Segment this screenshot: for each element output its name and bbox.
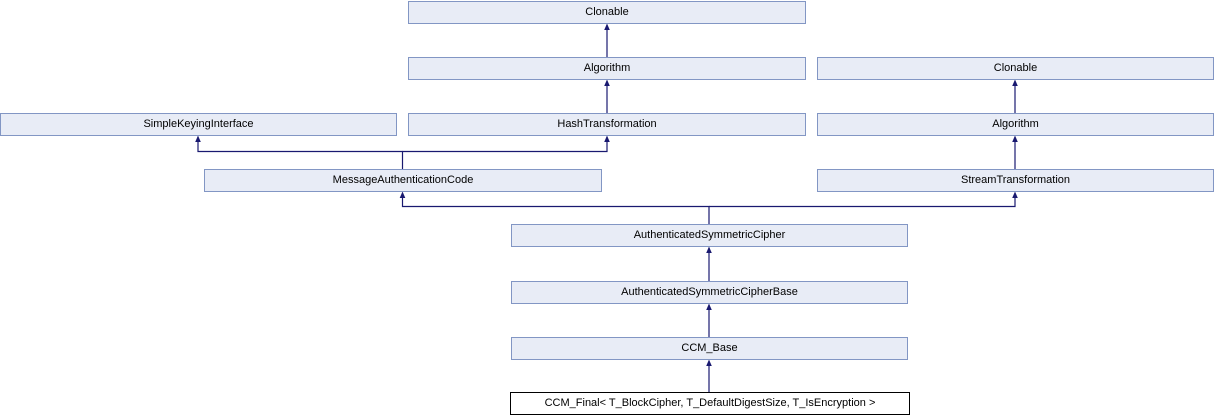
node-algorithm-left[interactable]: Algorithm (408, 57, 806, 80)
node-clonable-right[interactable]: Clonable (817, 57, 1214, 80)
node-authenticated-symmetric-cipher-base[interactable]: AuthenticatedSymmetricCipherBase (511, 281, 908, 304)
node-simple-keying-interface[interactable]: SimpleKeyingInterface (0, 113, 397, 136)
node-message-authentication-code[interactable]: MessageAuthenticationCode (204, 169, 602, 192)
node-algorithm-right[interactable]: Algorithm (817, 113, 1214, 136)
node-clonable-top[interactable]: Clonable (408, 1, 806, 24)
node-ccm-final: CCM_Final< T_BlockCipher, T_DefaultDiges… (510, 392, 910, 415)
node-ccm-base[interactable]: CCM_Base (511, 337, 908, 360)
node-stream-transformation[interactable]: StreamTransformation (817, 169, 1214, 192)
node-authenticated-symmetric-cipher[interactable]: AuthenticatedSymmetricCipher (511, 224, 908, 247)
node-hash-transformation[interactable]: HashTransformation (408, 113, 806, 136)
